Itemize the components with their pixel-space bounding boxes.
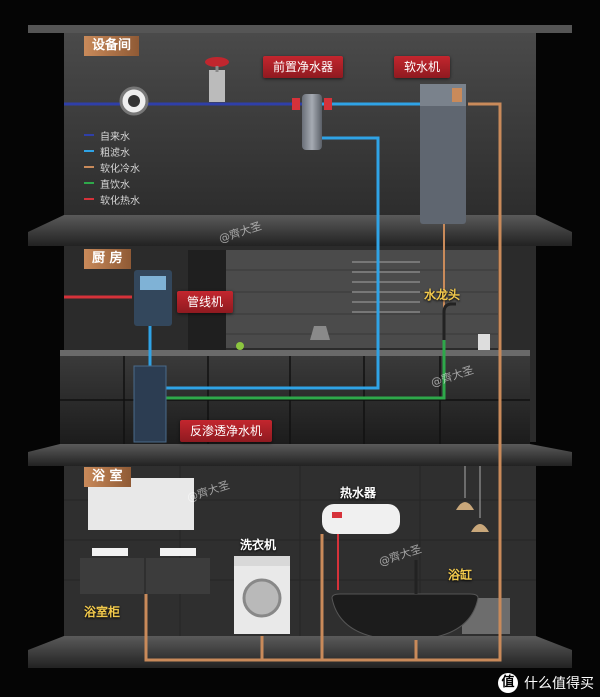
device-tag-faucet: 水龙头 bbox=[424, 288, 461, 302]
legend-item: 自来水 bbox=[84, 127, 140, 143]
pendant-lamp-1 bbox=[456, 502, 474, 510]
heater-indicator bbox=[332, 512, 342, 518]
room-tag-kitchen: 厨 房 bbox=[84, 249, 131, 269]
lemon bbox=[236, 342, 244, 350]
legend-swatch bbox=[84, 134, 94, 136]
vent-slats bbox=[352, 261, 420, 313]
bathroom-floor bbox=[28, 636, 572, 668]
softener-accent bbox=[452, 88, 462, 102]
kettle bbox=[310, 326, 330, 340]
legend-label: 自来水 bbox=[100, 131, 130, 143]
legend-swatch bbox=[84, 166, 94, 168]
legend-label: 软化热水 bbox=[100, 195, 140, 207]
valve-handwheel bbox=[205, 57, 229, 67]
legend-item: 直饮水 bbox=[84, 175, 140, 191]
legend-swatch bbox=[84, 198, 94, 200]
bathtub-shape bbox=[331, 593, 479, 641]
brand-mark: 值 什么值得买 bbox=[498, 673, 594, 693]
legend-item: 软化冷水 bbox=[84, 159, 140, 175]
room-tag-bathroom: 浴 室 bbox=[84, 467, 131, 487]
pipe-legend: 自来水 粗滤水 软化冷水 直饮水 软化热水 bbox=[84, 127, 140, 207]
faucet-shape bbox=[442, 302, 456, 340]
device-tag-ro: 反渗透净水机 bbox=[180, 420, 273, 442]
kitchen-floor bbox=[28, 444, 572, 466]
legend-label: 软化冷水 bbox=[100, 163, 140, 175]
utensil-holder bbox=[478, 334, 490, 350]
kitchen-countertop bbox=[60, 350, 530, 356]
washer-panel bbox=[234, 556, 290, 566]
legend-label: 粗滤水 bbox=[100, 147, 130, 159]
device-tag-bathtub: 浴缸 bbox=[448, 568, 473, 582]
prefilter-outlet bbox=[324, 98, 332, 110]
softener-body bbox=[420, 84, 466, 224]
washbasin-left bbox=[92, 548, 128, 556]
legend-swatch bbox=[84, 150, 94, 152]
brand-text: 什么值得买 bbox=[524, 676, 594, 692]
legend-swatch bbox=[84, 182, 94, 184]
equipment-room-floor bbox=[28, 215, 572, 246]
washer-door bbox=[242, 578, 282, 618]
device-tag-cabinet: 浴室柜 bbox=[84, 605, 121, 619]
pendant-lamp-2 bbox=[471, 524, 489, 532]
legend-item: 软化热水 bbox=[84, 191, 140, 207]
device-tag-heater: 热水器 bbox=[340, 486, 377, 500]
pipeline-screen bbox=[140, 276, 166, 290]
washbasin-right bbox=[160, 548, 196, 556]
device-tag-prefilter: 前置净水器 bbox=[263, 56, 344, 78]
backsplash-tiles bbox=[226, 269, 498, 335]
device-tag-washer: 洗衣机 bbox=[240, 538, 277, 552]
roof-slab bbox=[28, 25, 572, 33]
ro-purifier bbox=[133, 365, 167, 443]
gate-valve bbox=[209, 70, 225, 102]
legend-item: 粗滤水 bbox=[84, 143, 140, 159]
device-tag-softener: 软水机 bbox=[394, 56, 451, 78]
legend-label: 直饮水 bbox=[100, 179, 130, 191]
device-tag-pipeline: 管线机 bbox=[177, 291, 234, 313]
pipe-soft-cold-main bbox=[144, 102, 502, 662]
kitchen-backsplash bbox=[226, 250, 498, 348]
room-tag-equipment: 设备间 bbox=[84, 36, 140, 56]
water-heater bbox=[322, 504, 400, 534]
brand-badge: 值 bbox=[498, 673, 518, 693]
water-meter-dial bbox=[128, 95, 140, 107]
prefilter-body bbox=[302, 94, 322, 150]
prefilter-inlet bbox=[292, 98, 300, 110]
pipe-drinking-water bbox=[150, 340, 446, 400]
